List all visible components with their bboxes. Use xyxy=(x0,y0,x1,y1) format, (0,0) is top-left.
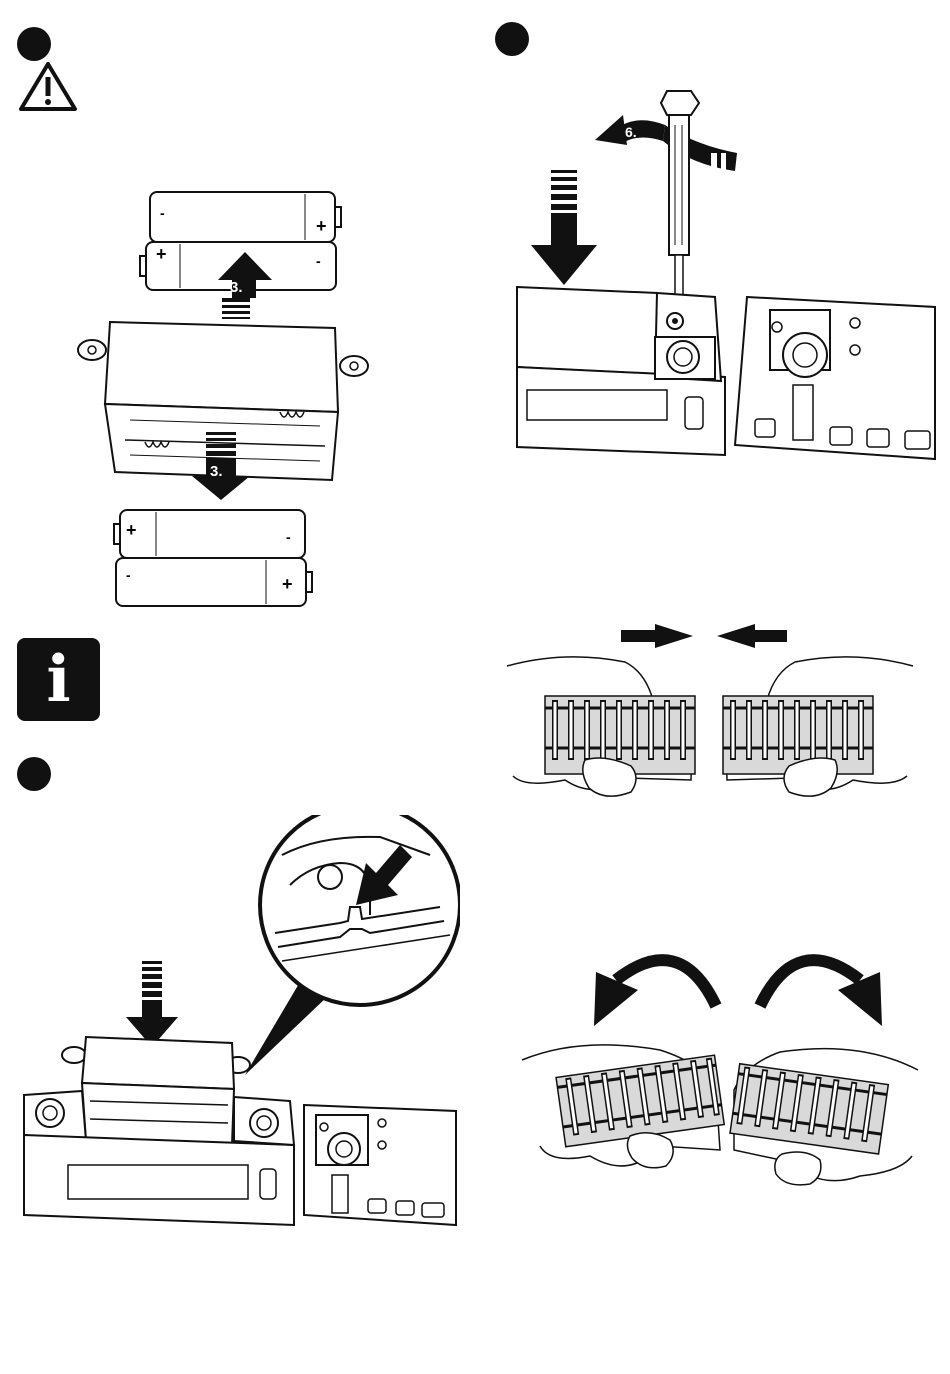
arrow-right-icon xyxy=(621,624,693,648)
info-glyph: i xyxy=(46,648,70,712)
arrow-left-icon xyxy=(717,624,787,648)
battery-plus-sign: + xyxy=(316,216,327,236)
battery-plus-sign: + xyxy=(126,520,137,540)
battery-box xyxy=(78,322,368,480)
battery-minus-sign: - xyxy=(286,529,291,545)
arrow-label-down: 3. xyxy=(210,463,223,480)
locomotive-body xyxy=(517,287,935,459)
battery-install-illustration xyxy=(20,815,460,1235)
battery-bottom-back xyxy=(114,510,305,558)
arrow-down-icon xyxy=(531,170,597,285)
track-disconnect-illustration xyxy=(520,940,920,1200)
warning-triangle-icon xyxy=(17,60,79,112)
screwdriver-illustration: 6. xyxy=(515,85,940,465)
step-marker-3 xyxy=(17,757,51,791)
battery-box-illustration: - + + - 3. 3. xyxy=(70,180,400,610)
step-marker-1 xyxy=(17,27,51,61)
battery-plus-sign: + xyxy=(156,244,167,264)
arrow-label-up: 3. xyxy=(230,279,243,296)
battery-plus-sign: + xyxy=(282,574,293,594)
rotate-arrow-icon xyxy=(595,115,737,171)
info-icon: i xyxy=(17,638,100,721)
arrow-label-screw: 6. xyxy=(625,124,637,140)
battery-minus-sign: - xyxy=(126,567,131,583)
curved-arrow-left-icon xyxy=(594,960,716,1026)
step-marker-2 xyxy=(495,22,529,56)
battery-minus-sign: - xyxy=(160,205,165,221)
track-connect-illustration xyxy=(505,620,915,810)
arrow-down-icon xyxy=(126,961,178,1047)
battery-box xyxy=(62,1037,250,1145)
curved-arrow-right-icon xyxy=(760,960,882,1026)
screwdriver xyxy=(661,91,699,317)
battery-minus-sign: - xyxy=(316,253,321,269)
detail-magnifier xyxy=(245,815,460,1075)
battery-top-back xyxy=(150,192,341,242)
